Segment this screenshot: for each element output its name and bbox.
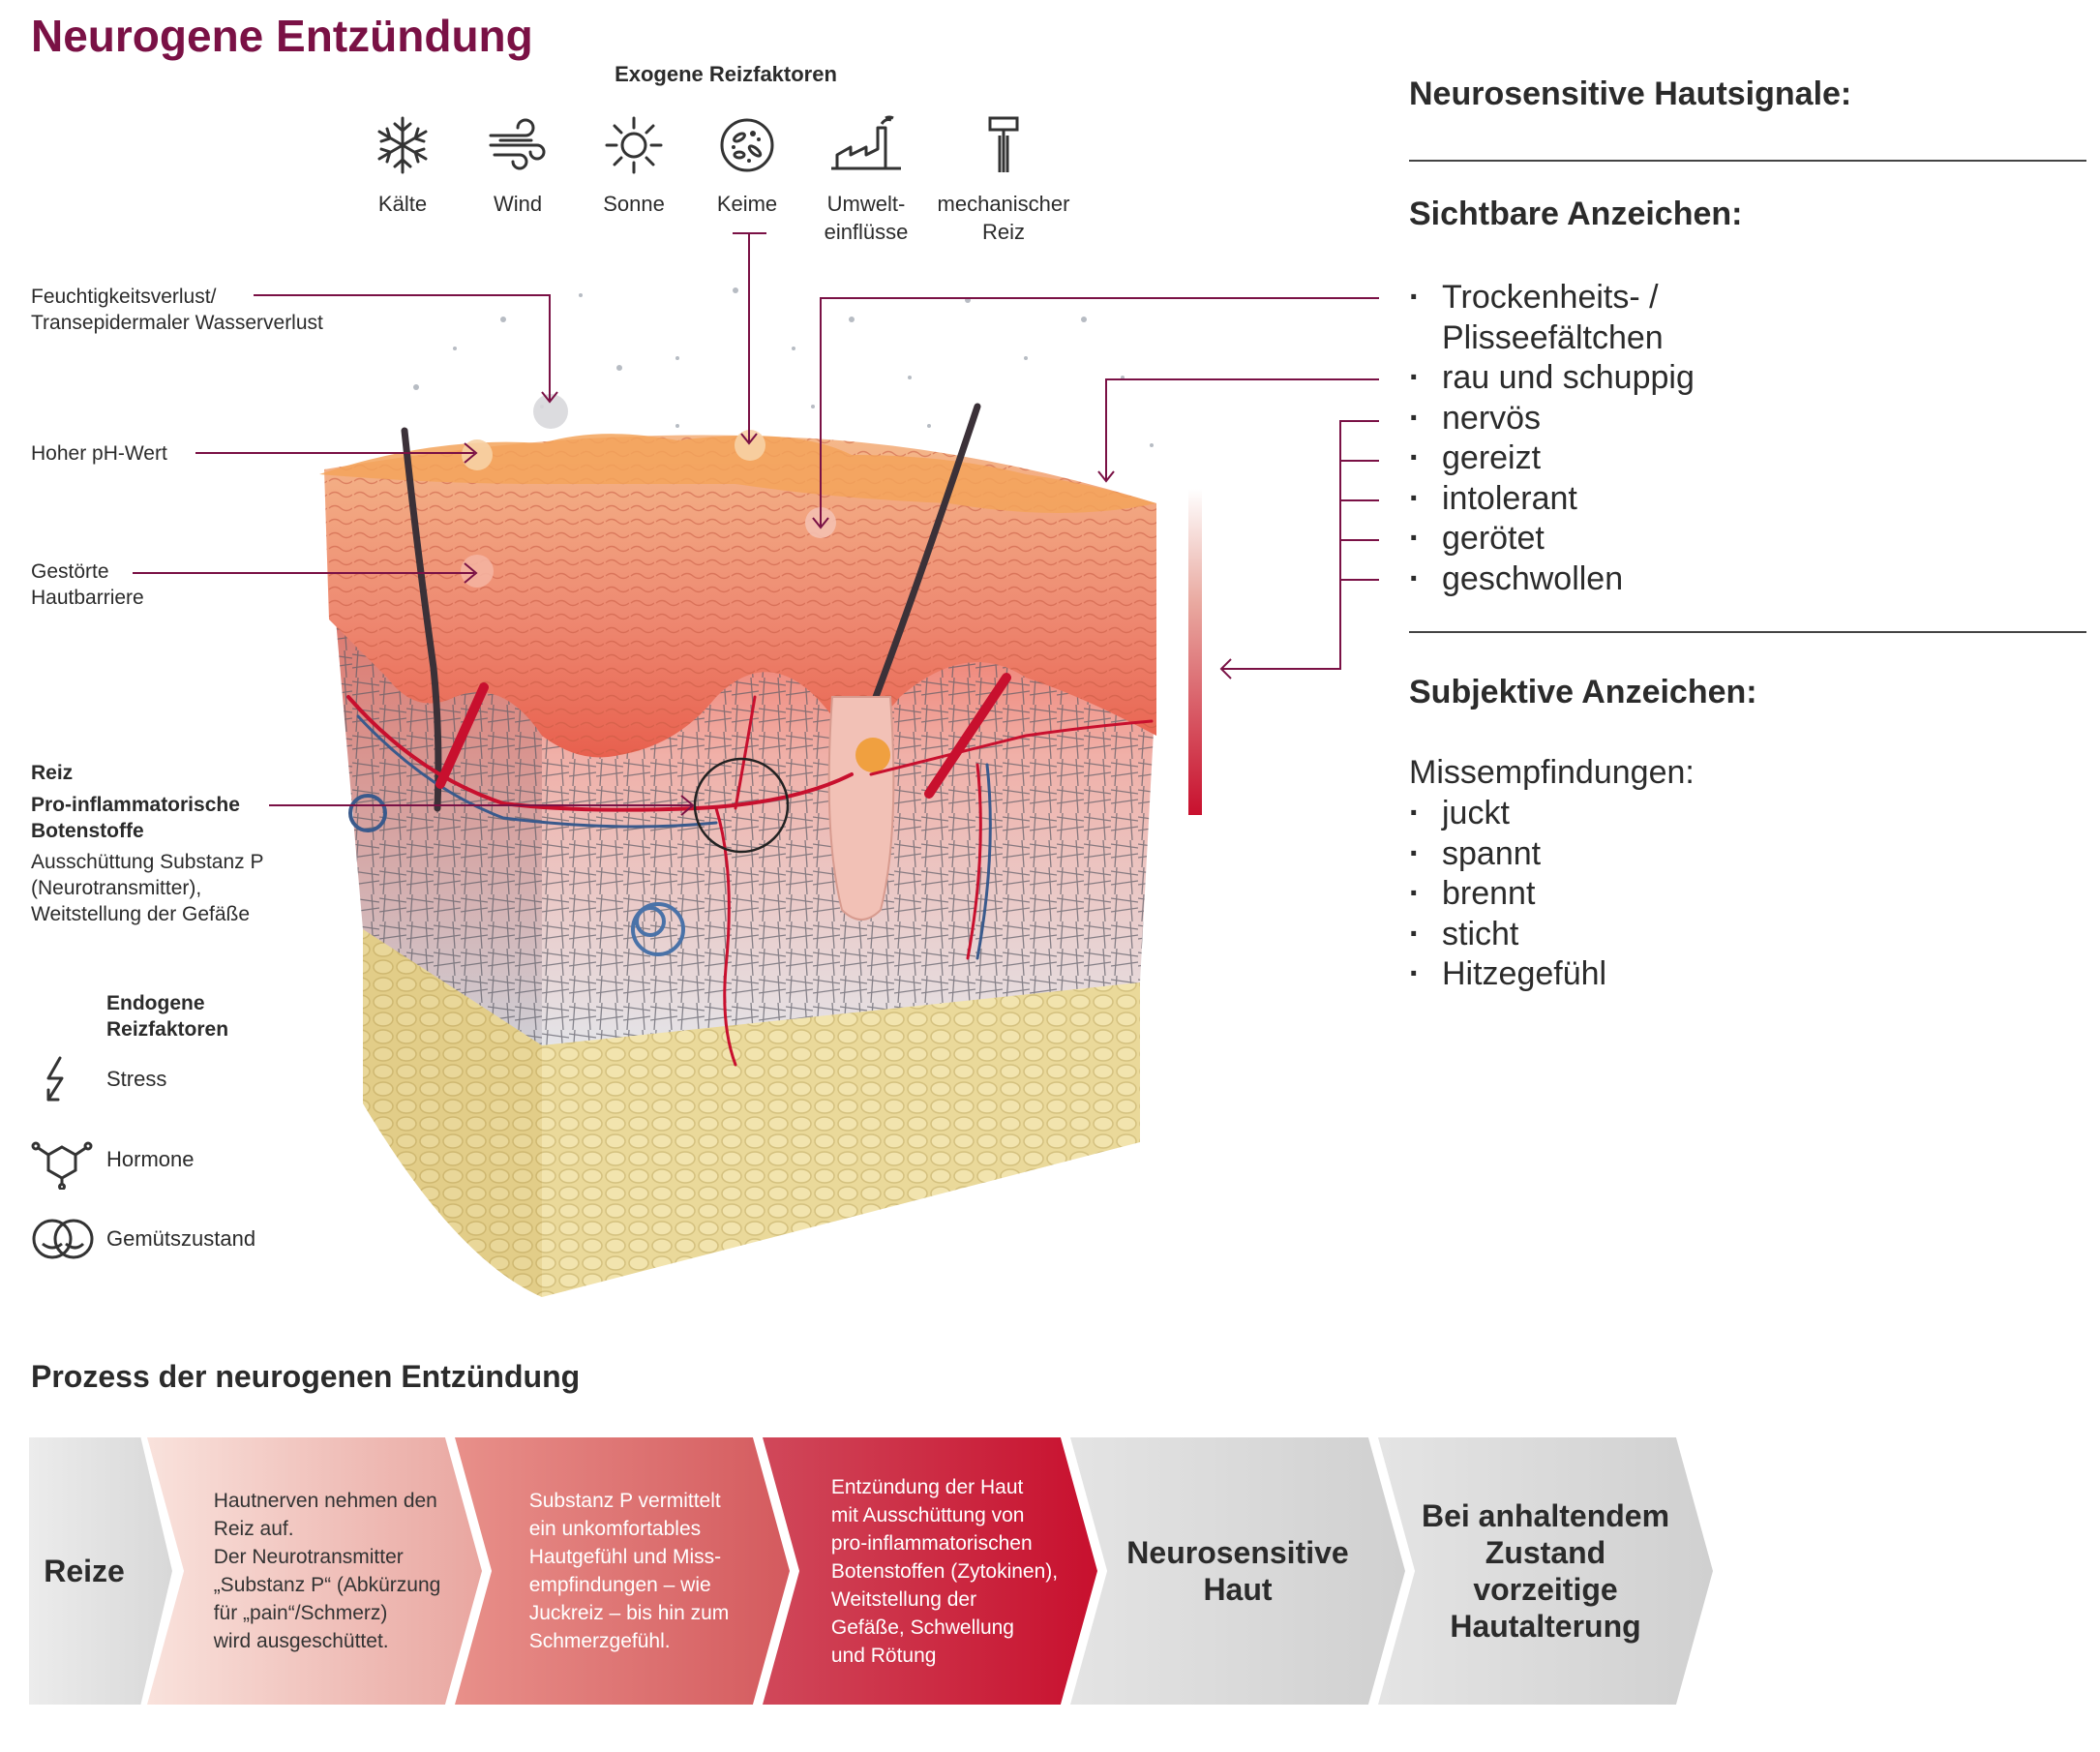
razor-icon [988,116,1019,172]
subjective-sign-item: juckt [1409,794,1606,834]
process-step-inflammation: Entzündung der Haut mit Ausschüttung von… [763,1437,1097,1705]
factory-icon [831,115,901,170]
label-disturbed-barrier: Gestörte Hautbarriere [31,560,144,609]
exo-item-sun: Sonne [561,114,706,218]
highlight-circle [693,757,790,854]
endogenous-heading: Endogene Reizfaktoren [106,992,229,1041]
visible-sign-item: rau und schuppig [1409,358,1695,399]
endo-item-mood: Gemütszustand [31,1215,283,1269]
endo-label-hormones: Hormone [106,1147,195,1171]
exo-label-sun: Sonne [603,192,665,216]
molecule-icon [31,1141,93,1190]
process-step-neurosensitive-skin: Neurosensitive Haut [1070,1437,1405,1705]
heading-neurosensitive-signals: Neurosensitive Hautsignale: [1409,76,1852,112]
exo-item-environment: Umwelt- einflüsse [794,114,939,246]
subjective-signs-list: juckt spannt brennt sticht Hitzegefühl [1409,794,1606,995]
endo-item-stress: Stress [31,1055,254,1109]
endo-label-mood: Gemütszustand [106,1226,256,1251]
divider-1 [1409,160,2086,162]
exo-label-germs: Keime [716,192,778,216]
sun-icon [605,116,663,174]
exo-label-wind: Wind [493,192,543,216]
visible-sign-item: gerötet [1409,519,1695,559]
subjective-sign-item: Hitzegefühl [1409,954,1606,995]
label-pro-inflammatory: Pro-inflammatorische Botenstoffe [31,794,240,842]
process-step-label: Entzündung der Haut mit Ausschüttung von… [830,1475,1059,1667]
exo-item-mechanical: mechanischer Reiz [931,114,1076,246]
leader-lines-left [133,232,766,816]
visible-sign-item: intolerant [1409,479,1695,520]
sweat-glands [348,794,685,956]
snowflake-icon [377,116,428,174]
blood-vessels [346,673,1154,1067]
process-step-substance-p: Substanz P vermittelt ein unkomfortables… [455,1437,790,1705]
heading-visible-signs: Sichtbare Anzeichen: [1409,196,1743,232]
process-heading: Prozess der neurogenen Entzündung [31,1359,581,1394]
subjective-intro: Missempfindungen: [1409,754,1695,791]
visible-sign-item: geschwollen [1409,559,1695,600]
process-step-label: Substanz P vermittelt ein unkomfortables… [528,1490,730,1652]
exo-item-germs: Keime [675,114,820,218]
label-moisture-loss: Feuchtigkeitsverlust/ Transepidermaler W… [31,286,323,334]
visible-sign-item: gereizt [1409,438,1695,479]
visible-sign-item: nervös [1409,399,1695,439]
process-step-nerves: Hautnerven nehmen den Reiz auf. Der Neur… [147,1437,482,1705]
exo-label-mechanical: mechanischer Reiz [937,192,1070,244]
process-step-label: Hautnerven nehmen den Reiz auf. Der Neur… [213,1490,441,1652]
process-step-skin-aging: Bei anhaltendem Zustand vorzeitige Hauta… [1378,1437,1713,1705]
endo-item-hormones: Hormone [31,1135,254,1190]
subjective-sign-item: sticht [1409,915,1606,955]
subjective-sign-item: brennt [1409,874,1606,915]
endo-label-stress: Stress [106,1067,167,1091]
hair-follicle [827,696,895,921]
process-step-stimuli: Reize [29,1437,172,1705]
visible-signs-list: Trockenheits- / Plisseefältchen rau und … [1409,278,1695,599]
lightning-arrow-icon [46,1056,64,1102]
exo-label-cold: Kälte [377,192,428,216]
process-step-label: Reize [44,1554,125,1588]
heading-subjective-signs: Subjektive Anzeichen: [1409,674,1757,710]
divider-2 [1409,631,2086,633]
exo-item-wind: Wind [445,114,590,218]
mood-faces-icon [32,1219,94,1259]
visible-sign-item: Trockenheits- / Plisseefältchen [1409,278,1695,358]
process-chevron-flow: Reize Hautnerven nehmen den Reiz auf. De… [29,1437,1713,1708]
intensity-scale-bar [1188,489,1202,815]
germs-icon [720,118,774,172]
exo-item-cold: Kälte [330,114,475,218]
label-substance-p: Ausschüttung Substanz P (Neurotransmitte… [31,851,264,925]
exogenous-heading: Exogene Reizfaktoren [615,62,837,86]
leader-lines-right [812,297,1379,680]
process-step-label: Neurosensitive Haut [1126,1535,1349,1607]
label-high-ph: Hoher pH-Wert [31,442,167,465]
wind-icon [489,118,546,170]
subjective-sign-item: spannt [1409,834,1606,875]
particles [405,287,1154,447]
skin-cross-section-diagram [133,232,1379,1297]
exo-label-environment: Umwelt- einflüsse [824,192,909,244]
label-stimulus: Reiz [31,762,74,784]
page-title: Neurogene Entzündung [31,11,533,61]
process-step-label: Bei anhaltendem Zustand vorzeitige Hauta… [1421,1498,1670,1644]
